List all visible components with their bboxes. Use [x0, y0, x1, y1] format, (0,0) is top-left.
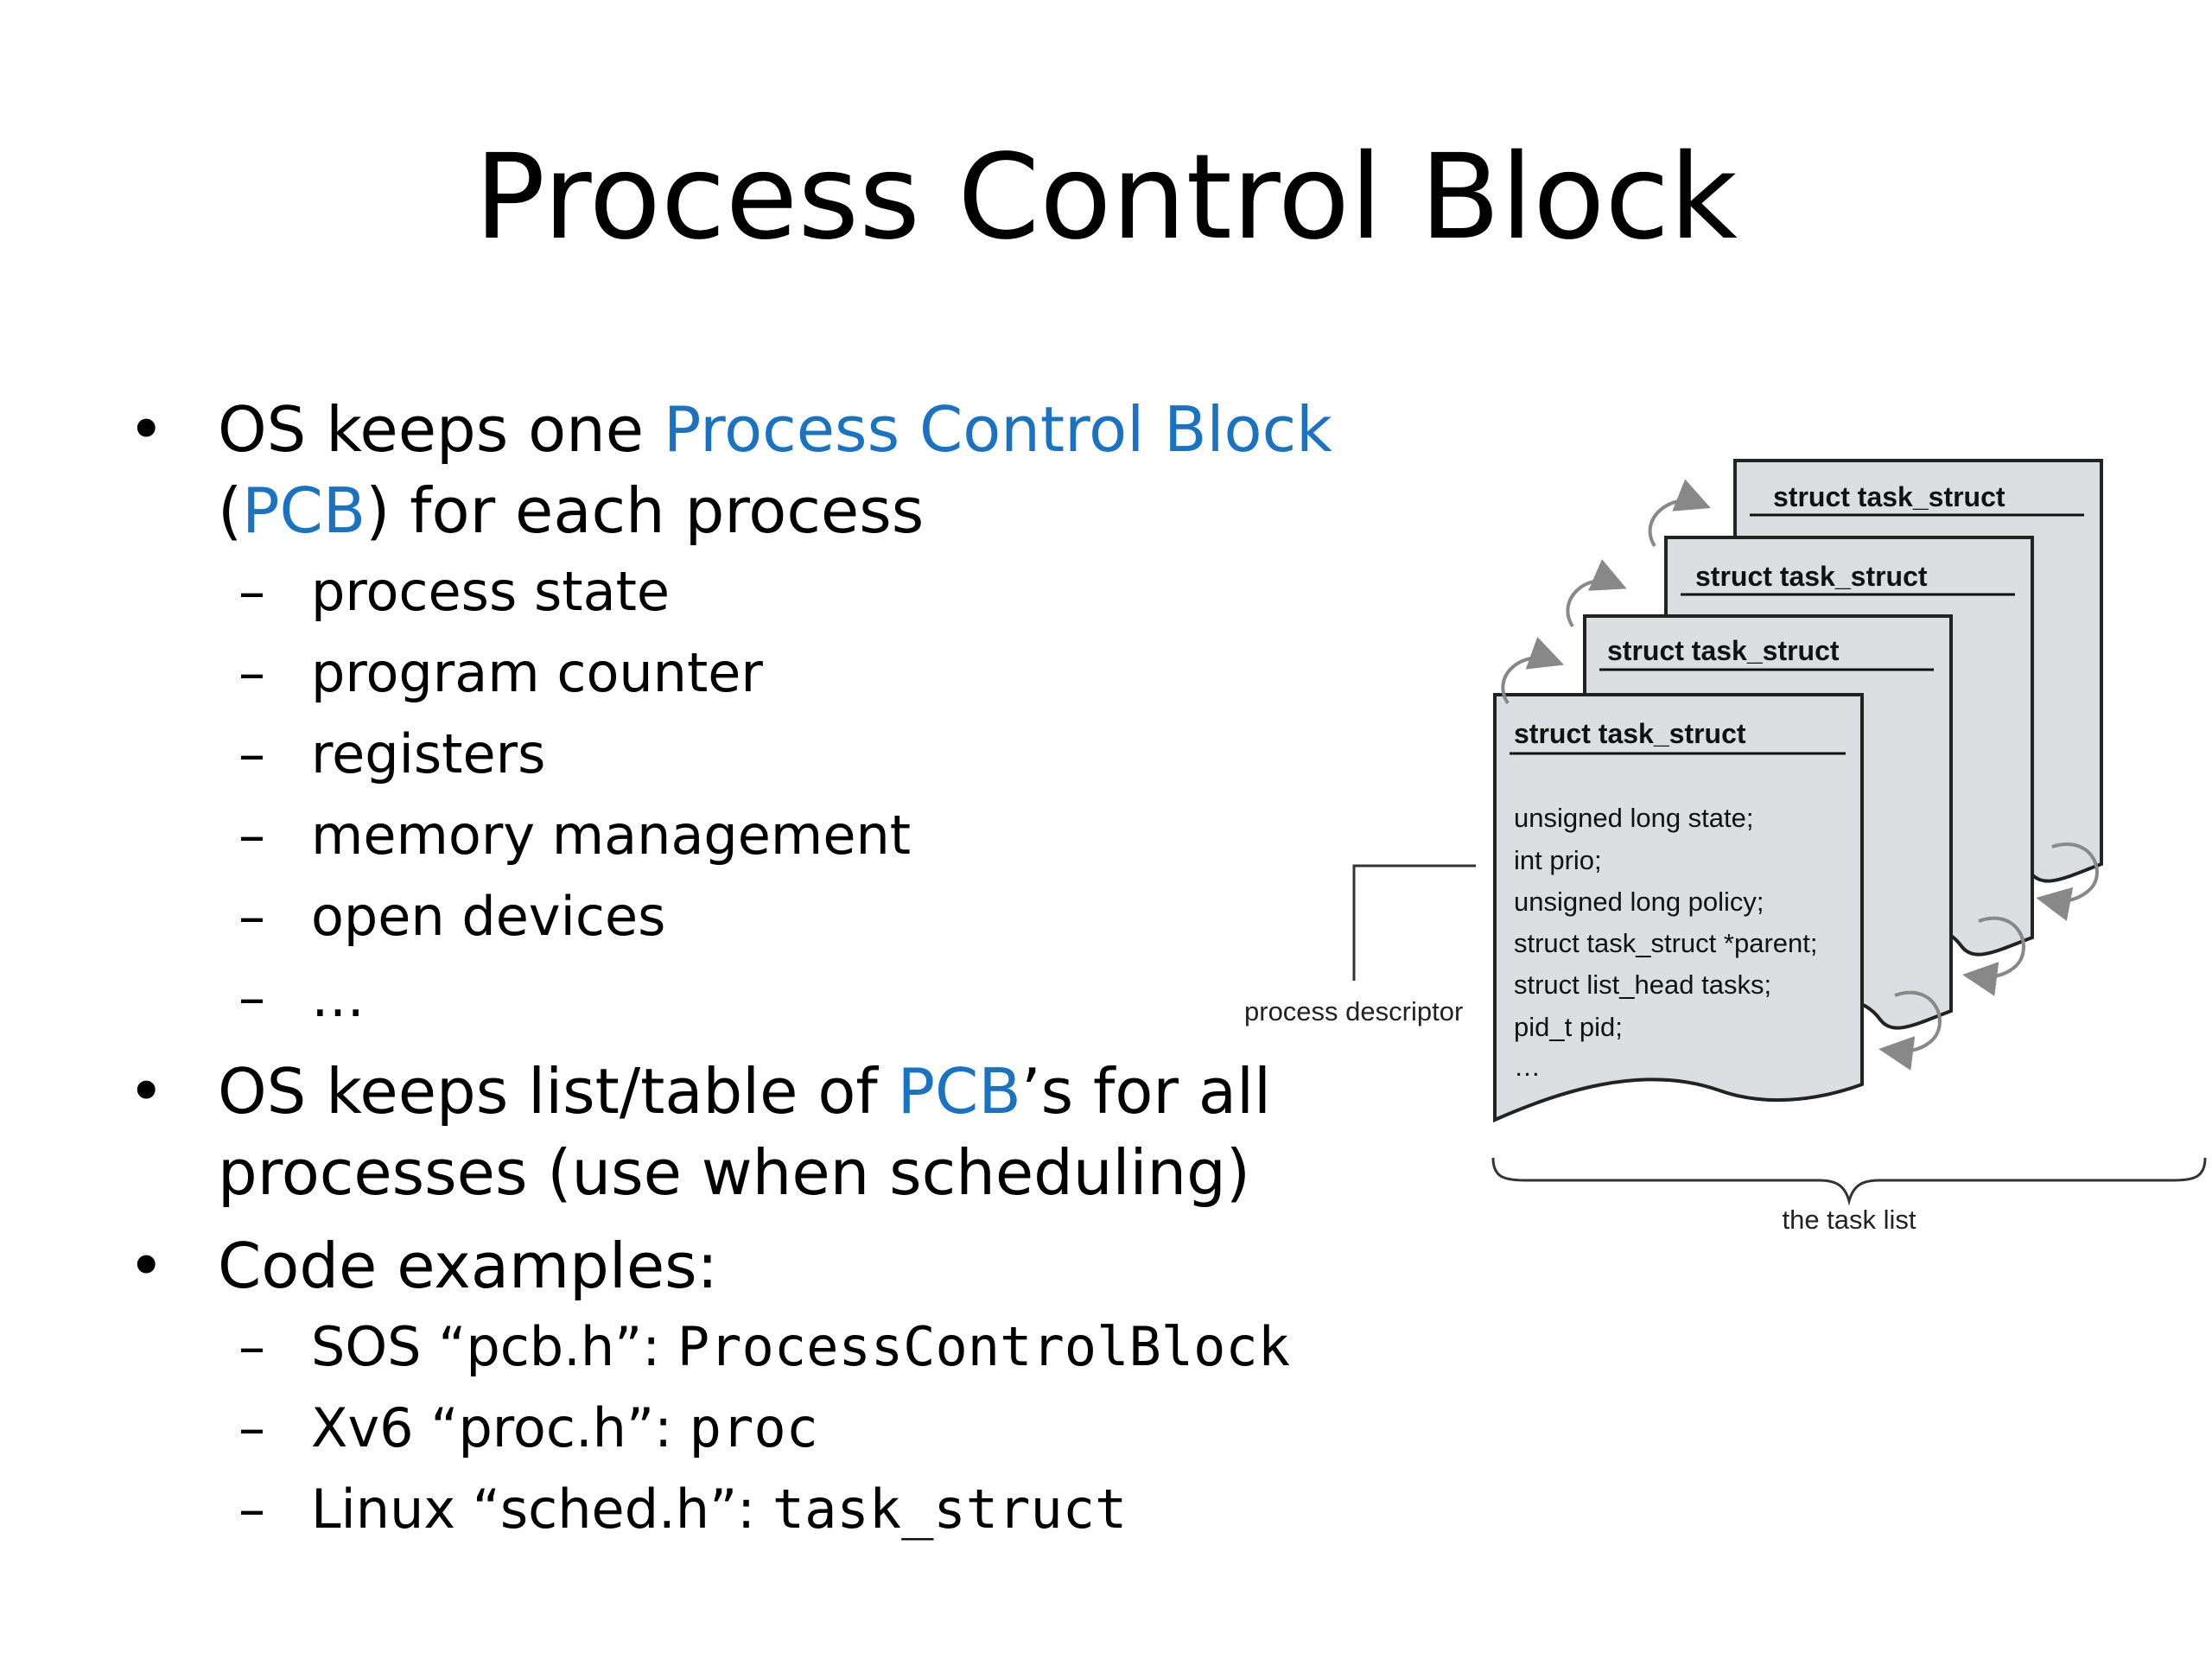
pcb-abbr-2: PCB	[897, 1055, 1021, 1128]
struct-field: pid_t pid;	[1514, 1012, 1623, 1042]
next-arrow-icon	[1501, 637, 1565, 705]
struct-field: unsigned long policy;	[1514, 887, 1764, 917]
bullet-pcb-rest: ) for each process	[365, 474, 925, 547]
code-identifier: proc	[689, 1396, 818, 1459]
prev-arrow-icon	[1962, 916, 2025, 996]
dash-marker: –	[238, 722, 265, 785]
page-header: struct task_struct	[1695, 561, 1928, 592]
task-list-brace	[1491, 1157, 2207, 1206]
sub-item: –open devices	[128, 876, 1338, 957]
code-examples-sublist: –SOS “pcb.h”: ProcessControlBlock –Xv6 “…	[128, 1306, 1338, 1550]
bullet-pcb-table: OS keeps list/table of PCB’s for all pro…	[128, 1051, 1338, 1213]
slide-title: Process Control Block	[474, 130, 1738, 266]
next-arrow-icon	[1648, 479, 1711, 548]
sub-item: –registers	[128, 714, 1338, 795]
dash-marker: –	[238, 885, 265, 948]
bullet-table-rest: ’s for all processes (use when schedulin…	[218, 1055, 1272, 1209]
bullet-list: OS keeps one Process Control Block (PCB)…	[128, 389, 1338, 1555]
sub-item: –…	[128, 957, 1338, 1039]
page-header: struct task_struct	[1607, 635, 1840, 666]
code-example-item: –Xv6 “proc.h”: proc	[128, 1388, 1338, 1469]
bullet-pcb-prefix: OS keeps one	[218, 393, 664, 466]
prev-arrow-icon	[2036, 842, 2099, 922]
task-struct-page-front: struct task_struct unsigned long state; …	[1493, 693, 1864, 1123]
dash-marker: –	[238, 1315, 265, 1378]
struct-field: unsigned long state;	[1514, 803, 1754, 833]
dash-marker: –	[238, 560, 265, 623]
task-list-label: the task list	[1782, 1205, 1916, 1235]
prev-arrow-icons	[1878, 842, 2099, 1071]
sub-item: –process state	[128, 551, 1338, 632]
struct-field: int prio;	[1514, 845, 1602, 875]
open-paren: (	[218, 474, 243, 547]
bullet-pcb: OS keeps one Process Control Block (PCB)…	[128, 389, 1338, 551]
descriptor-label: process descriptor	[1244, 996, 1463, 1027]
dash-marker: –	[238, 804, 265, 867]
sub-item: –program counter	[128, 632, 1338, 714]
task-list-diagram: struct task_struct struct task_struct st…	[1244, 459, 2207, 1235]
code-identifier: task_struct	[772, 1478, 1128, 1541]
dash-marker: –	[238, 966, 265, 1029]
dash-marker: –	[238, 641, 265, 704]
dash-marker: –	[238, 1396, 265, 1459]
pcb-abbr: PCB	[242, 474, 366, 547]
code-example-item: –SOS “pcb.h”: ProcessControlBlock	[128, 1306, 1338, 1388]
code-example-item: –Linux “sched.h”: task_struct	[128, 1469, 1338, 1550]
descriptor-pointer-line	[1352, 864, 1476, 981]
bullet-code-examples: Code examples:	[128, 1225, 1338, 1306]
pcb-fields-sublist: –process state –program counter –registe…	[128, 551, 1338, 1039]
sub-item: –memory management	[128, 795, 1338, 876]
prev-arrow-icon	[1878, 990, 1942, 1071]
code-identifier: ProcessControlBlock	[677, 1315, 1291, 1378]
pcb-term: Process Control Block	[663, 393, 1332, 466]
struct-field: …	[1514, 1052, 1541, 1082]
next-arrow-icons	[1501, 479, 1711, 705]
dash-marker: –	[238, 1478, 265, 1541]
bullet-table-prefix: OS keeps list/table of	[218, 1055, 898, 1128]
page-header: struct task_struct	[1773, 481, 2005, 512]
struct-field: struct list_head tasks;	[1514, 969, 1771, 1000]
page-header: struct task_struct	[1514, 718, 1746, 749]
struct-field: struct task_struct *parent;	[1514, 928, 1817, 958]
next-arrow-icon	[1566, 559, 1627, 628]
